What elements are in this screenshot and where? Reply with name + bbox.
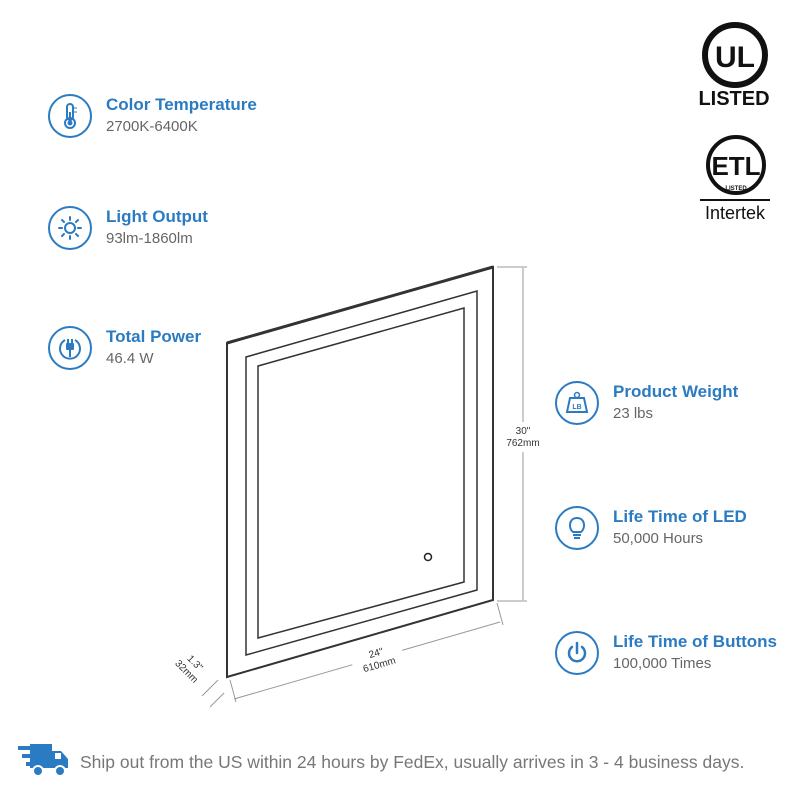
spec-value: 2700K-6400K	[106, 118, 198, 135]
spec-light-output: Light Output 93lm-1860lm	[48, 206, 208, 250]
lightbulb-icon	[555, 506, 599, 550]
spec-value: 23 lbs	[613, 405, 654, 422]
ul-listed-text: LISTED	[698, 88, 770, 110]
mirror-led-band	[245, 290, 478, 656]
spec-total-power: Total Power 46.4 W	[48, 326, 201, 370]
spec-button-lifetime: Life Time of Buttons 100,000 Times	[555, 631, 777, 675]
spec-title: Total Power	[106, 327, 202, 346]
weight-badge: LB	[572, 404, 581, 411]
spec-value: 93lm-1860lm	[106, 230, 193, 247]
power-icon	[555, 631, 599, 675]
ul-mark: UL	[715, 41, 755, 74]
mirror-outer-frame	[226, 265, 494, 679]
etl-listed-text: LISTED	[725, 186, 747, 192]
weight-icon: LB	[555, 381, 599, 425]
shipping-note: Ship out from the US within 24 hours by …	[80, 752, 745, 772]
sun-icon	[48, 206, 92, 250]
touch-button-icon	[423, 552, 433, 562]
width-inches: 24"	[368, 646, 386, 661]
mirror-glass	[257, 307, 465, 639]
spec-title: Life Time of Buttons	[613, 632, 778, 651]
delivery-truck-icon	[18, 744, 68, 777]
spec-value: 100,000 Times	[613, 655, 712, 672]
height-mm: 762mm	[506, 438, 539, 449]
spec-value: 46.4 W	[106, 350, 154, 367]
intertek-text: Intertek	[704, 203, 766, 223]
etl-mark: ETL	[711, 151, 760, 181]
spec-value: 50,000 Hours	[613, 530, 704, 547]
height-inches: 30"	[516, 426, 531, 437]
spec-led-lifetime: Life Time of LED 50,000 Hours	[555, 506, 747, 550]
plug-icon	[48, 326, 92, 370]
spec-color-temperature: Color Temperature 2700K-6400K	[48, 94, 257, 138]
thermometer-icon	[48, 94, 92, 138]
spec-title: Color Temperature	[106, 95, 257, 114]
spec-title: Product Weight	[613, 382, 739, 401]
spec-product-weight: LB Product Weight 23 lbs	[555, 381, 738, 425]
spec-title: Light Output	[106, 207, 208, 226]
spec-title: Life Time of LED	[613, 507, 747, 526]
